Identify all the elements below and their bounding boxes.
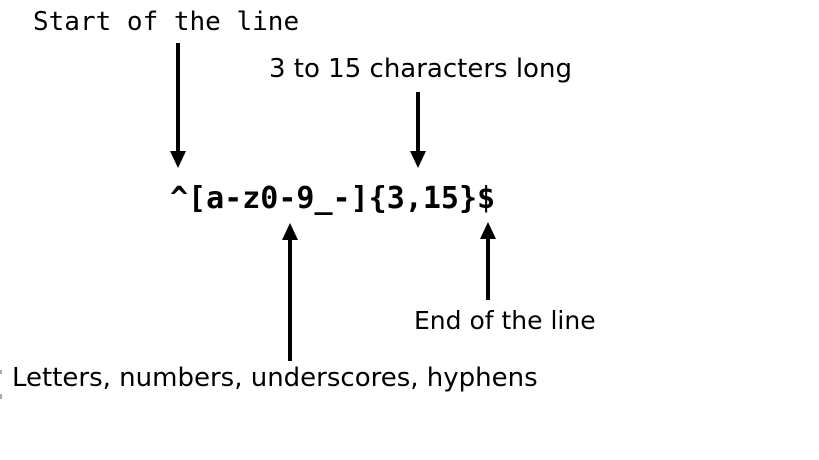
regex-pattern-text: ^[a-z0-9_-]{3,15}$ bbox=[170, 181, 496, 216]
arrow-start-to-caret-icon bbox=[170, 43, 186, 168]
arrow-end-to-dollar-icon bbox=[480, 222, 496, 300]
label-length: 3 to 15 characters long bbox=[269, 54, 572, 84]
label-end-of-line: End of the line bbox=[414, 306, 596, 335]
arrow-length-to-quantifier-icon bbox=[410, 92, 426, 168]
clipped-edge-mark bbox=[0, 370, 2, 374]
label-start-of-line: Start of the line bbox=[33, 7, 300, 37]
label-charset: Letters, numbers, underscores, hyphens bbox=[12, 363, 538, 393]
clipped-edge-mark bbox=[0, 394, 2, 399]
arrow-charset-to-class-icon bbox=[282, 223, 298, 361]
